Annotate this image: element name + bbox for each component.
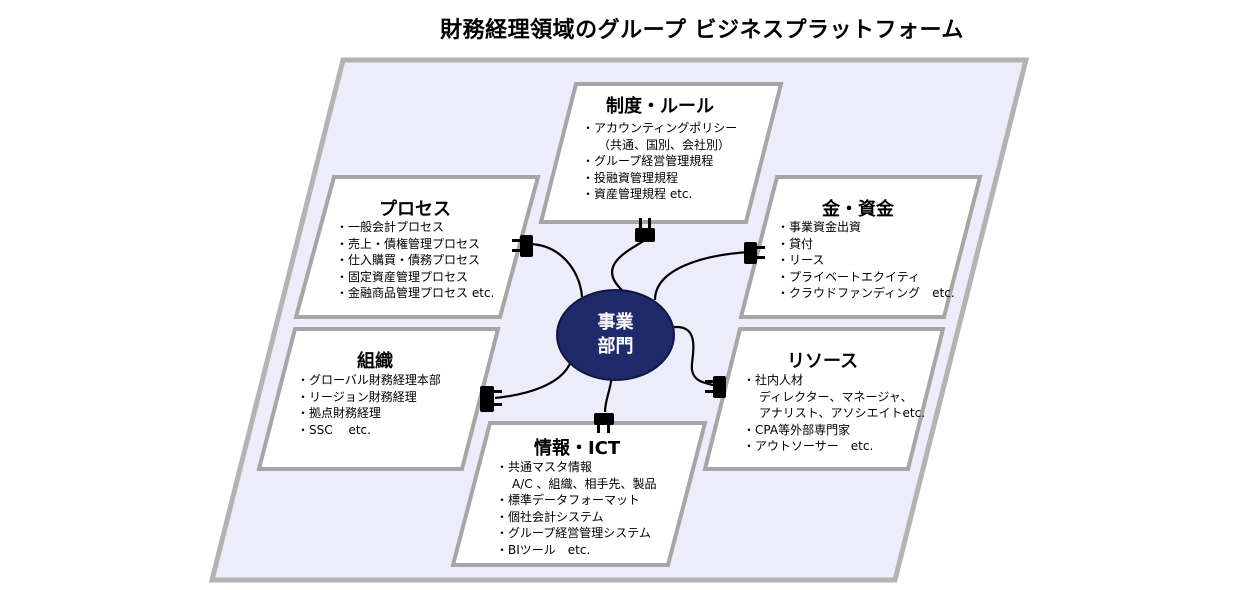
card-money-heading: 金・資金 [822, 199, 894, 220]
card-resource-box [702, 327, 946, 471]
card-org-list: グローバル財務経理本部 リージョン財務経理 拠点財務経理 SSC etc. [297, 372, 441, 438]
card-process-list: 一般会計プロセス 売上・債権管理プロセス 仕入購買・債務プロセス 固定資産管理プ… [336, 219, 494, 302]
cable-money [653, 250, 751, 301]
list-item: 売上・債権管理プロセス [336, 236, 494, 253]
list-item: CPA等外部専門家 [743, 422, 925, 439]
list-item: グループ経営管理システム [496, 525, 656, 542]
list-item: 標準データフォーマット [496, 492, 656, 509]
card-org-box [256, 327, 501, 471]
list-item: 拠点財務経理 [297, 405, 441, 422]
cable-process [529, 242, 584, 298]
card-resource-heading: リソース [787, 351, 859, 372]
list-item: A/C 、組織、相手先、製品 [512, 476, 657, 491]
list-item: 事業資金出資 [777, 219, 955, 236]
plug-ict [594, 413, 614, 433]
card-ict-box [450, 421, 708, 567]
card-ict-heading: 情報・ICT [534, 438, 621, 459]
list-item: アナリスト、アソシエイトetc. [759, 406, 926, 420]
list-item: 貸付 [777, 236, 955, 253]
list-item: クラウドファンディング etc. [777, 285, 955, 302]
page-title: 財務経理領域のグループ ビジネスプラットフォーム [440, 18, 964, 43]
plug-process [512, 235, 533, 257]
list-item: リージョン財務経理 [297, 389, 441, 406]
list-item: BIツール etc. [496, 542, 656, 559]
list-item: 共通マスタ情報 [496, 459, 656, 476]
card-ict-list: 共通マスタ情報 A/C 、組織、相手先、製品 標準データフォーマット 個社会計シ… [496, 459, 656, 558]
hub-line-2: 部門 [597, 336, 634, 357]
card-rules-list: アカウンティングポリシー （共通、国別、会社別） グループ経営管理規程 投融資管… [582, 120, 737, 203]
list-item: ディレクター、マネージャ、 [759, 389, 913, 404]
plug-resource [705, 376, 726, 398]
business-unit-hub: 事業 部門 [556, 289, 675, 381]
plug-org [480, 386, 502, 412]
list-item: 金融商品管理プロセス etc. [336, 285, 494, 302]
list-item: 固定資産管理プロセス [336, 269, 494, 286]
cable-org [494, 357, 574, 400]
plug-money [744, 242, 765, 264]
list-item: 資産管理規程 etc. [582, 186, 737, 203]
list-item: アカウンティングポリシー [582, 120, 737, 137]
list-item: プライベートエクイティ [777, 269, 955, 286]
card-org-heading: 組織 [357, 351, 393, 372]
cable-resource [667, 325, 718, 388]
list-item: グローバル財務経理本部 [297, 372, 441, 389]
hub-line-1: 事業 [597, 312, 634, 333]
card-rules-box [538, 82, 784, 224]
list-item: アウトソーサー etc. [743, 438, 925, 455]
card-money-box [738, 175, 983, 319]
card-rules-heading: 制度・ルール [606, 96, 714, 117]
list-item: リース [777, 252, 955, 269]
list-item: 投融資管理規程 [582, 170, 737, 187]
cable-rules [611, 239, 646, 291]
list-item: 社内人材 [743, 372, 925, 389]
card-resource-list: 社内人材 ディレクター、マネージャ、 アナリスト、アソシエイトetc. CPA等… [743, 372, 925, 455]
list-item: グループ経営管理規程 [582, 153, 737, 170]
list-item: 仕入購買・債務プロセス [336, 252, 494, 269]
list-item: 個社会計システム [496, 509, 656, 526]
list-item: 一般会計プロセス [336, 219, 494, 236]
card-process-heading: プロセス [379, 199, 451, 220]
plug-rules [635, 218, 655, 242]
card-money-list: 事業資金出資 貸付 リース プライベートエクイティ クラウドファンディング et… [777, 219, 955, 302]
card-process-box [293, 175, 541, 319]
list-item: （共通、国別、会社別） [598, 137, 731, 152]
list-item: SSC etc. [297, 422, 441, 439]
